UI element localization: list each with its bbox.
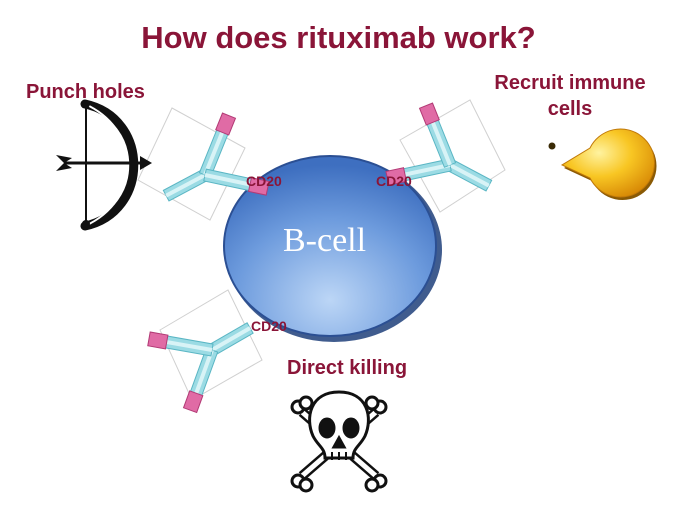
direct-killing-label: Direct killing [287, 357, 408, 379]
bow-and-arrow-icon [56, 99, 152, 231]
recruit-immune-cells-label: Recruit immune cells [470, 70, 670, 122]
recruit-line-1: Recruit immune [494, 72, 646, 94]
page-title: How does rituximab work? [141, 20, 536, 55]
pacman-icon [548, 128, 657, 201]
b-cell-label: B-cell [283, 222, 367, 259]
b-cell [223, 155, 437, 337]
cd20-label-right: CD20 [376, 173, 412, 189]
skull-crossbones-icon [290, 390, 388, 493]
punch-holes-label: Punch holes [26, 81, 145, 103]
cd20-label-left: CD20 [246, 173, 282, 189]
recruit-line-2: cells [547, 98, 593, 120]
cd20-label-bottom: CD20 [251, 318, 287, 334]
